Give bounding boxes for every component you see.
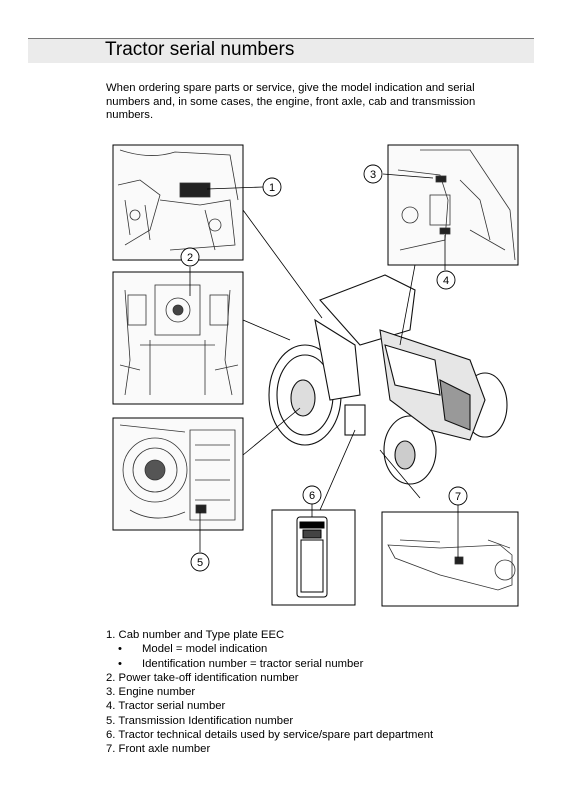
page-title: Tractor serial numbers — [105, 39, 295, 60]
legend-subitem: • Model = model indication — [106, 642, 546, 656]
inset-pto — [112, 271, 244, 405]
inset-transmission — [112, 417, 244, 531]
callout-label-6: 6 — [309, 490, 315, 502]
callout-label-2: 2 — [187, 252, 193, 264]
intro-paragraph: When ordering spare parts or service, gi… — [106, 82, 476, 121]
inset-front-axle — [381, 511, 519, 607]
legend-item-2: 2. Power take-off identification number — [106, 671, 299, 684]
legend-item-3: 3. Engine number — [106, 686, 196, 699]
callout-1 — [262, 177, 282, 197]
tractor-illustration — [268, 274, 508, 485]
legend-item-5: 5. Transmission Identification number — [106, 714, 294, 727]
engine-sketch — [397, 149, 516, 261]
bullet-icon: • — [118, 657, 122, 670]
callout-label-5: 5 — [197, 557, 203, 569]
callout-5 — [190, 552, 210, 572]
bullet-icon: • — [118, 643, 122, 656]
inset-engine — [387, 144, 519, 266]
callout-label-3: 3 — [370, 169, 376, 181]
callout-label-7: 7 — [455, 491, 461, 503]
legend-list: 1. Cab number and Type plate EEC • Model … — [106, 628, 546, 757]
transmission-sketch — [119, 424, 236, 521]
legend-item-7: 7. Front axle number — [106, 743, 211, 756]
callout-2 — [180, 247, 200, 267]
front-axle-sketch — [387, 539, 516, 591]
callout-7 — [448, 486, 468, 506]
cab-plate-sketch — [117, 149, 239, 251]
callout-label-4: 4 — [443, 275, 449, 287]
legend-item-6: 6. Tractor technical details used by ser… — [106, 729, 434, 742]
legend-subitem-text: Model = model indication — [142, 643, 268, 656]
callout-6 — [302, 485, 322, 505]
legend-subitem: • Identification number = tractor serial … — [106, 657, 546, 671]
callout-3 — [363, 164, 383, 184]
legend-item-4: 4. Tractor serial number — [106, 700, 226, 713]
technical-plate-sketch — [296, 516, 328, 598]
callouts — [180, 164, 468, 572]
callout-4 — [436, 270, 456, 290]
pto-sketch — [119, 284, 239, 396]
header-bar — [28, 38, 534, 63]
callout-label-1: 1 — [269, 182, 275, 194]
legend-subitem-text: Identification number = tractor serial n… — [142, 657, 364, 670]
leader-lines — [189, 173, 459, 558]
legend-item-1: 1. Cab number and Type plate EEC — [106, 629, 285, 641]
